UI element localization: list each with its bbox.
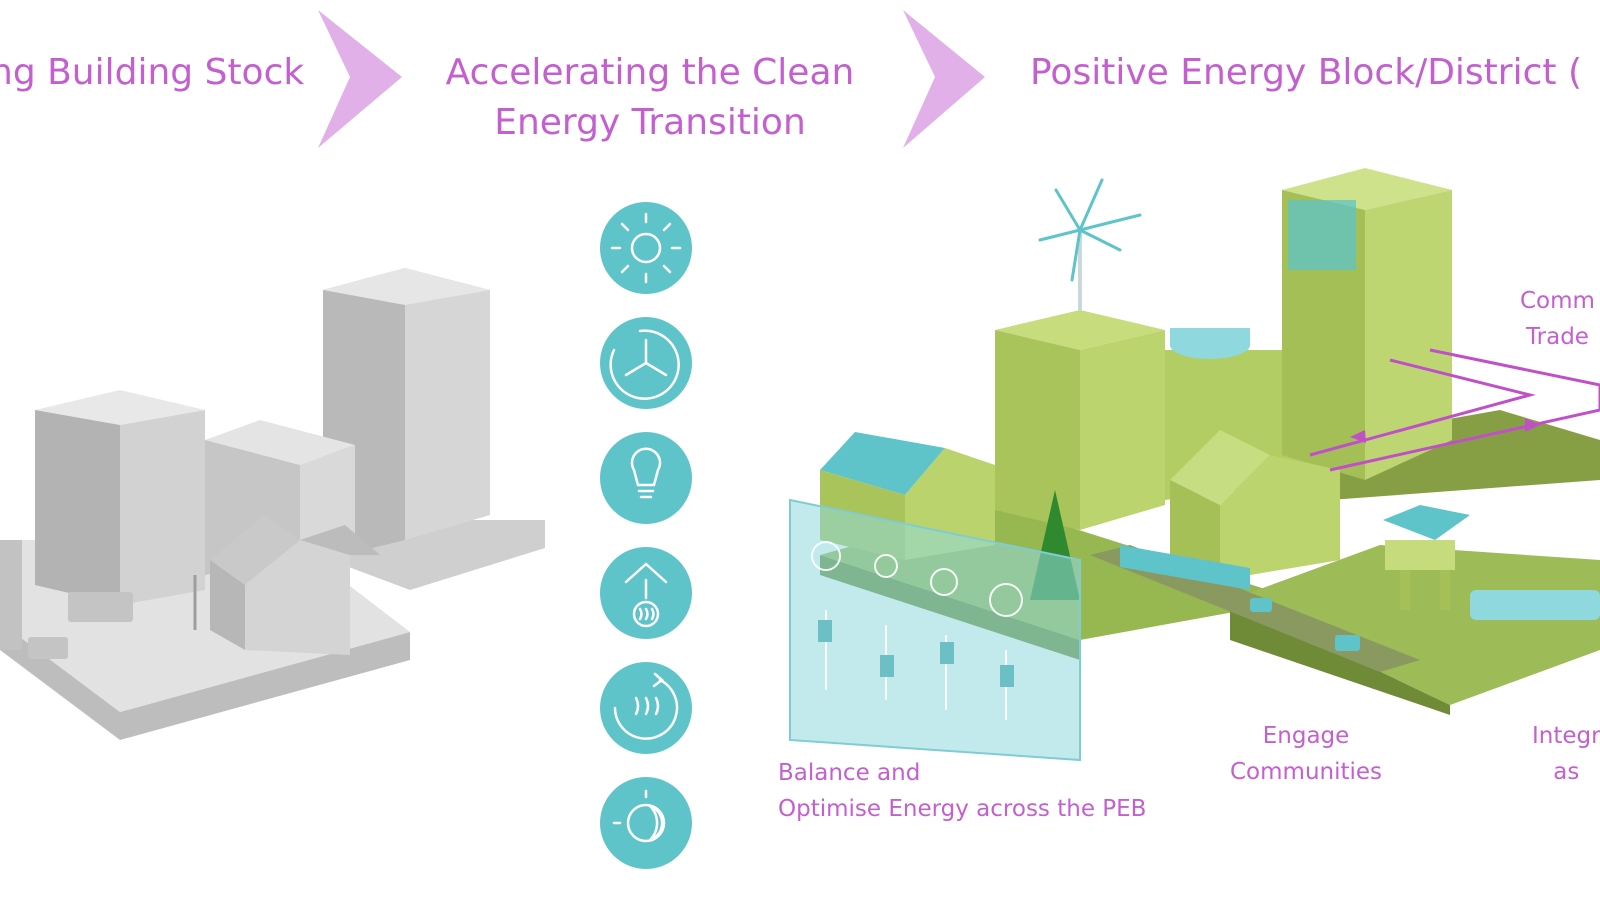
label-engage-communities: Engage Communities [1230,718,1382,790]
green-energy-district [789,168,1600,762]
label-integrate-line2: as [1553,759,1580,785]
heading-positive-energy-block: Positive Energy Block/District ( [1030,52,1582,93]
label-trade-line2: Trade [1525,324,1589,350]
label-balance-line1: Balance and [778,760,921,786]
heading-existing-building-stock: ng Building Stock [0,52,305,93]
day-night-icon [600,777,692,869]
heading-clean-energy-transition: Accelerating the Clean Energy Transition [440,48,860,148]
label-balance-line2: Optimise Energy across the PEB [778,796,1147,822]
chevron-arrow-2 [903,10,985,148]
heading-transition-line2: Energy Transition [494,102,806,143]
label-community-trade: Comm Trade [1520,283,1595,355]
grey-building-stock [0,268,545,740]
light-bulb-icon [600,432,692,524]
label-engage-line2: Communities [1230,759,1383,785]
chevron-arrow-1 [318,10,402,148]
label-integrate: Integr as [1532,718,1600,790]
heading-transition-line1: Accelerating the Clean [445,52,855,93]
transition-icons [600,202,692,869]
label-integrate-line1: Integr [1532,723,1600,749]
label-balance-optimise: Balance and Optimise Energy across the P… [778,755,1146,827]
label-engage-line1: Engage [1262,723,1350,749]
label-trade-line1: Comm [1520,288,1595,314]
